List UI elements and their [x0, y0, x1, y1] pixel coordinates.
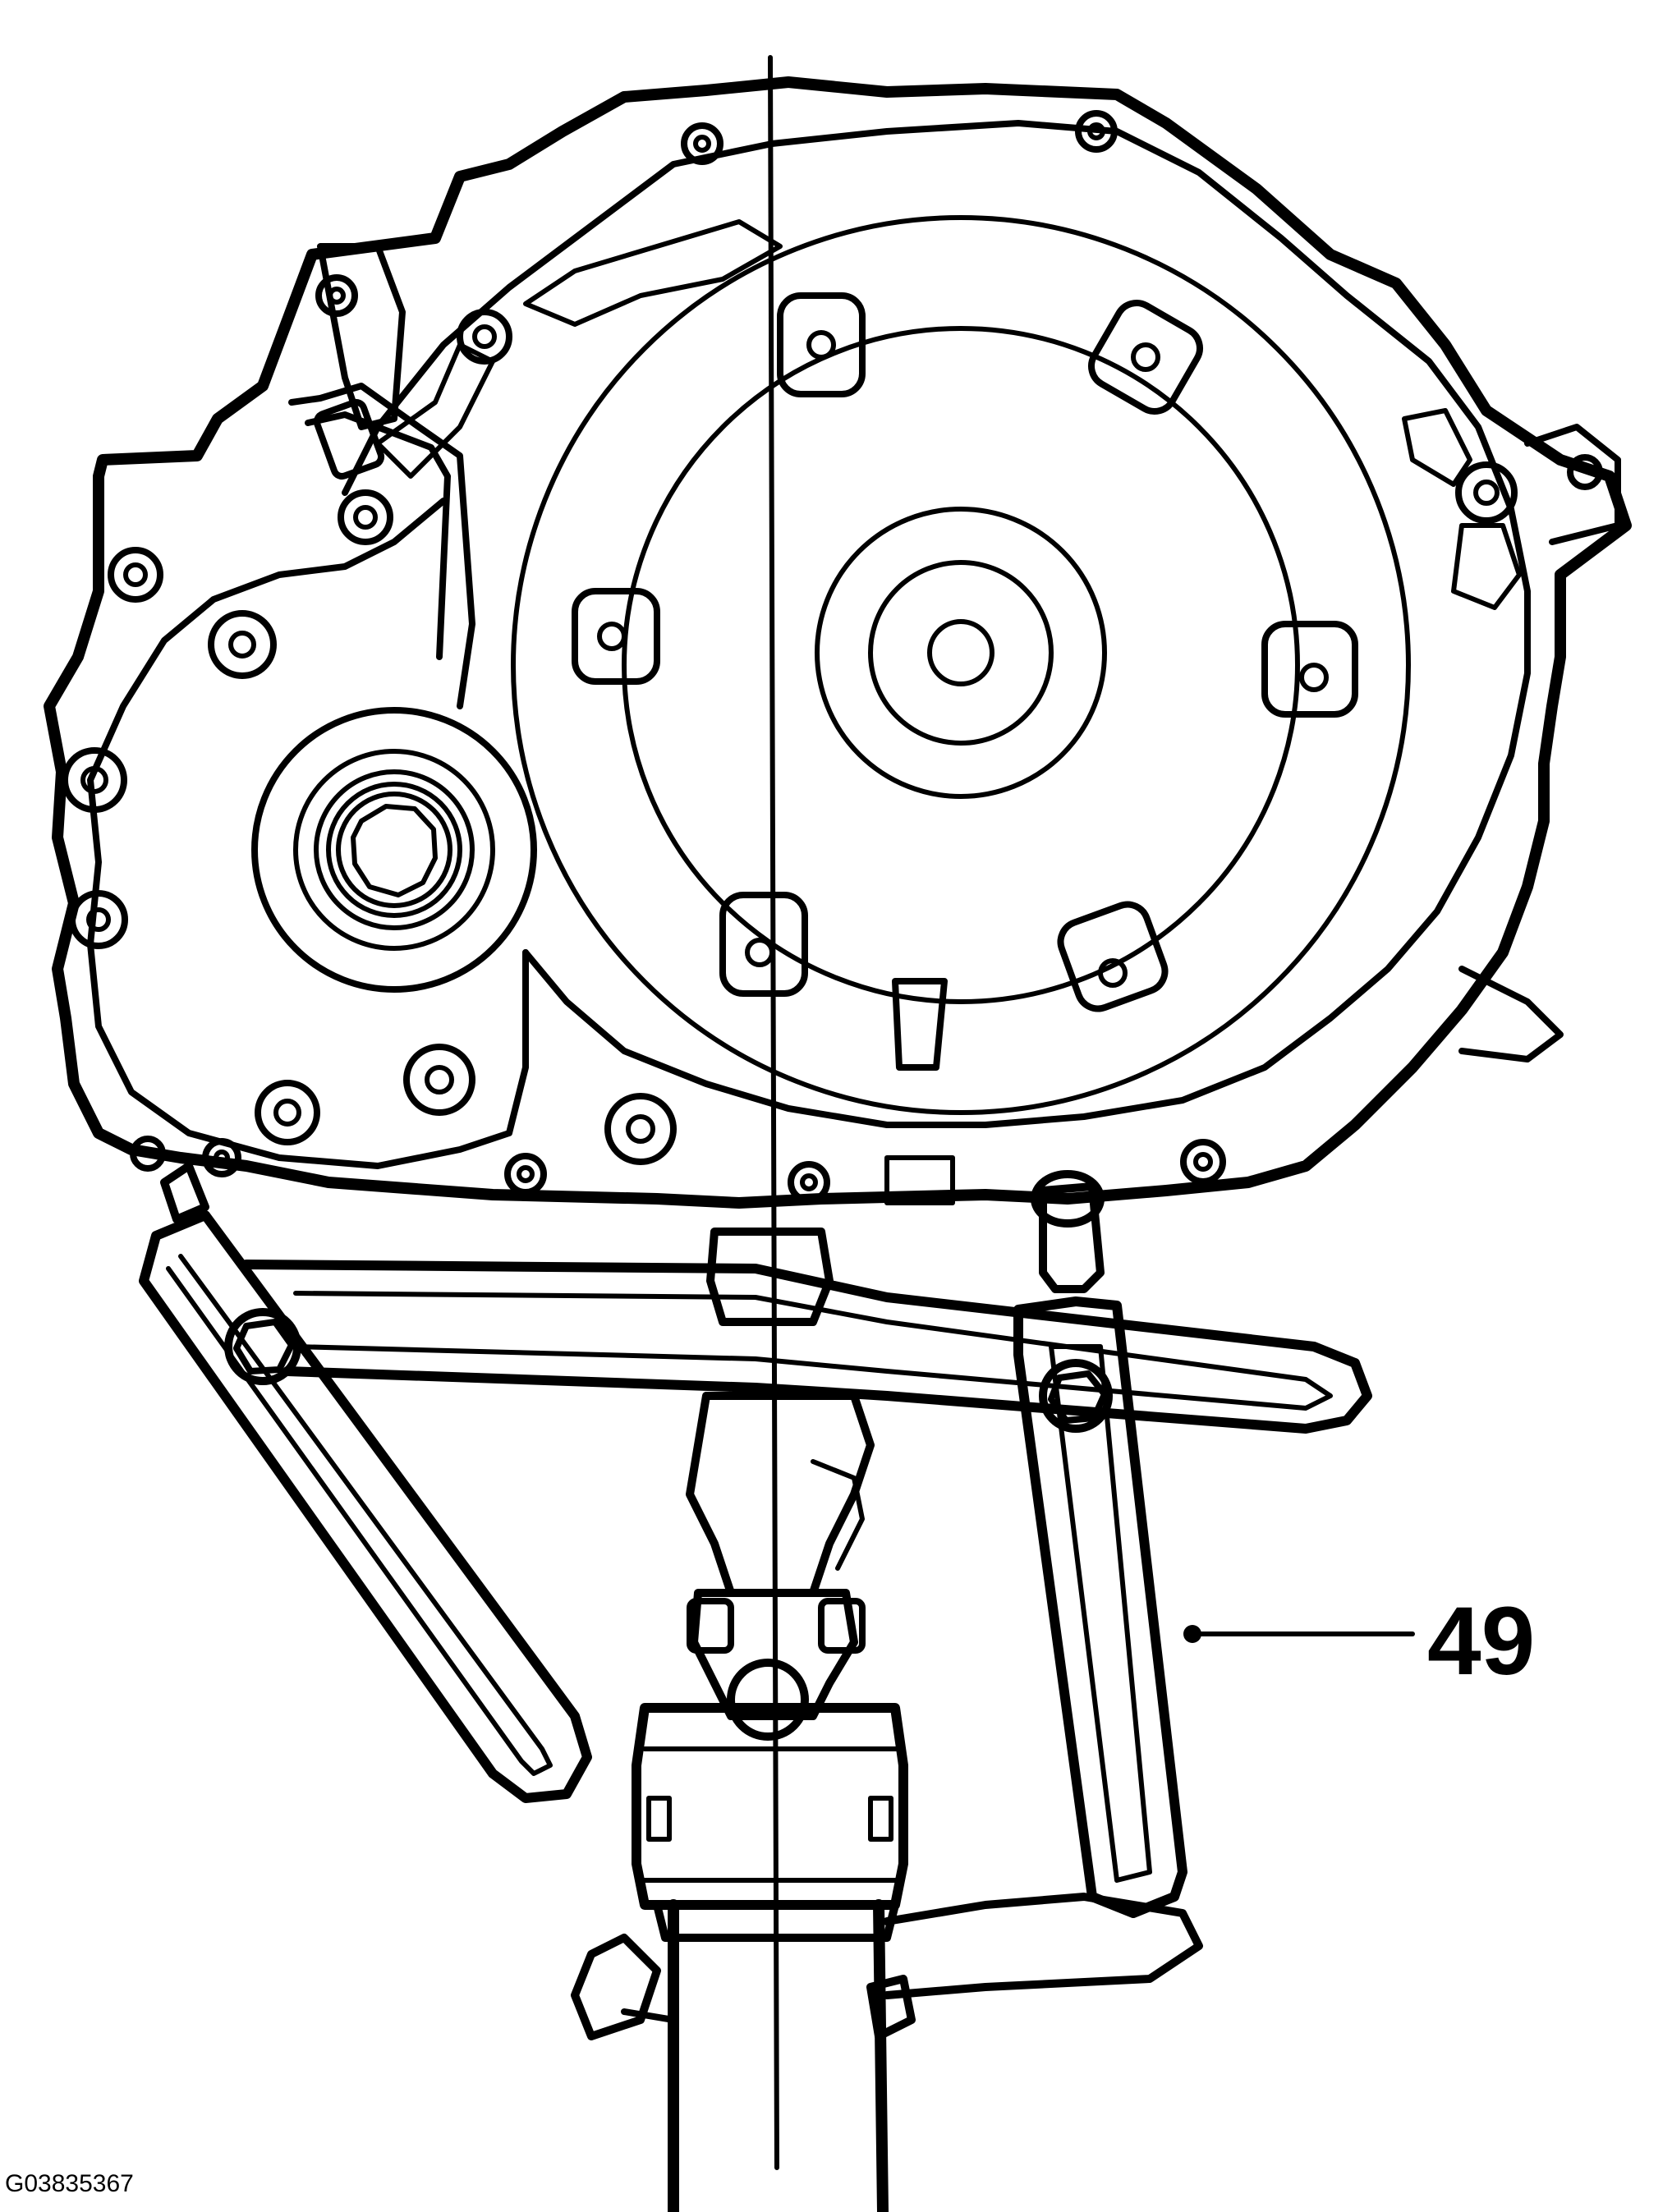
lug-bolt — [597, 622, 627, 651]
housing-bolts — [62, 110, 1518, 1204]
yoke-pin — [727, 1659, 809, 1741]
jack-handle-arm — [621, 2008, 677, 2023]
right-arm-slot — [1049, 1344, 1152, 1883]
lug — [1088, 300, 1203, 415]
converter-mid-ring — [622, 326, 1300, 1004]
saddle-stud-right — [868, 1796, 893, 1842]
lug-bolt — [745, 938, 774, 967]
center-neck — [686, 1392, 875, 1597]
yoke-bolt-left — [687, 1598, 734, 1654]
converter-lugs — [572, 292, 1358, 1012]
callout-49 — [1183, 1625, 1415, 1643]
lug-bolt — [1098, 958, 1128, 988]
right-side-block — [1458, 966, 1564, 1062]
left-arm-nut — [233, 1319, 295, 1374]
cross-beam — [241, 1260, 1372, 1434]
left-support-arm — [139, 1210, 592, 1803]
converter-hub-inner — [868, 560, 1054, 746]
right-arm-bolt — [1039, 1359, 1113, 1433]
lug-bolt — [1131, 342, 1160, 372]
lug — [777, 292, 866, 397]
cross-beam-inner — [293, 1291, 1333, 1411]
drive-shaft-seal — [251, 707, 537, 993]
lug-bolt — [1299, 663, 1329, 692]
converter-hub-ring — [815, 507, 1107, 799]
jack-lever-knob — [866, 1975, 916, 2040]
callout-number: 49 — [1427, 1587, 1536, 1696]
jack-yoke — [690, 1589, 858, 1720]
right-slot-2 — [1451, 523, 1522, 610]
jack-handle-left — [571, 1934, 661, 2040]
drain-plug-block — [884, 1155, 955, 1205]
left-arm-slot — [166, 1254, 553, 1776]
breather-tube — [288, 383, 475, 709]
lug — [1261, 621, 1358, 718]
slot-plate-2 — [375, 342, 495, 479]
lug — [719, 892, 808, 997]
right-arm-nut — [1048, 1370, 1108, 1424]
saddle-stud-left — [646, 1796, 672, 1842]
center-clamp — [706, 1228, 834, 1326]
breather-tube-inner — [305, 411, 451, 660]
yoke-bolt-right — [818, 1598, 866, 1654]
right-stud-head — [1031, 1170, 1105, 1228]
left-arm-bolt — [224, 1308, 301, 1385]
bell-housing-flange — [342, 120, 1531, 1128]
center-reference-line — [768, 55, 779, 2170]
left-arm-pin — [160, 1162, 209, 1223]
right-support-arm — [1013, 1296, 1187, 1918]
support-bracket-tool — [139, 1162, 1372, 1918]
jack-lever — [883, 1893, 1203, 1999]
bottom-tab — [892, 978, 948, 1071]
lug — [1057, 901, 1169, 1012]
breather-cap — [313, 398, 385, 480]
right-ear-bolt — [1567, 454, 1603, 490]
right-slot — [1402, 408, 1472, 487]
lug — [572, 588, 660, 685]
transmission-housing — [44, 76, 1632, 1209]
callout-dot — [1183, 1625, 1201, 1643]
housing-outline — [44, 76, 1632, 1209]
slot-plate — [523, 219, 783, 327]
mount-bracket — [317, 243, 406, 430]
right-mount-ear — [1524, 424, 1621, 545]
jack-column-right — [873, 1899, 889, 2212]
figure-id: G03835367 — [5, 2170, 134, 2197]
converter-outer-ring — [511, 215, 1411, 1115]
center-neck-chain — [811, 1459, 865, 1571]
jack-collar — [653, 1901, 899, 1942]
converter-center-bore — [927, 619, 994, 686]
transmission-jack — [571, 1589, 1203, 2212]
lug-bolt — [806, 330, 836, 360]
